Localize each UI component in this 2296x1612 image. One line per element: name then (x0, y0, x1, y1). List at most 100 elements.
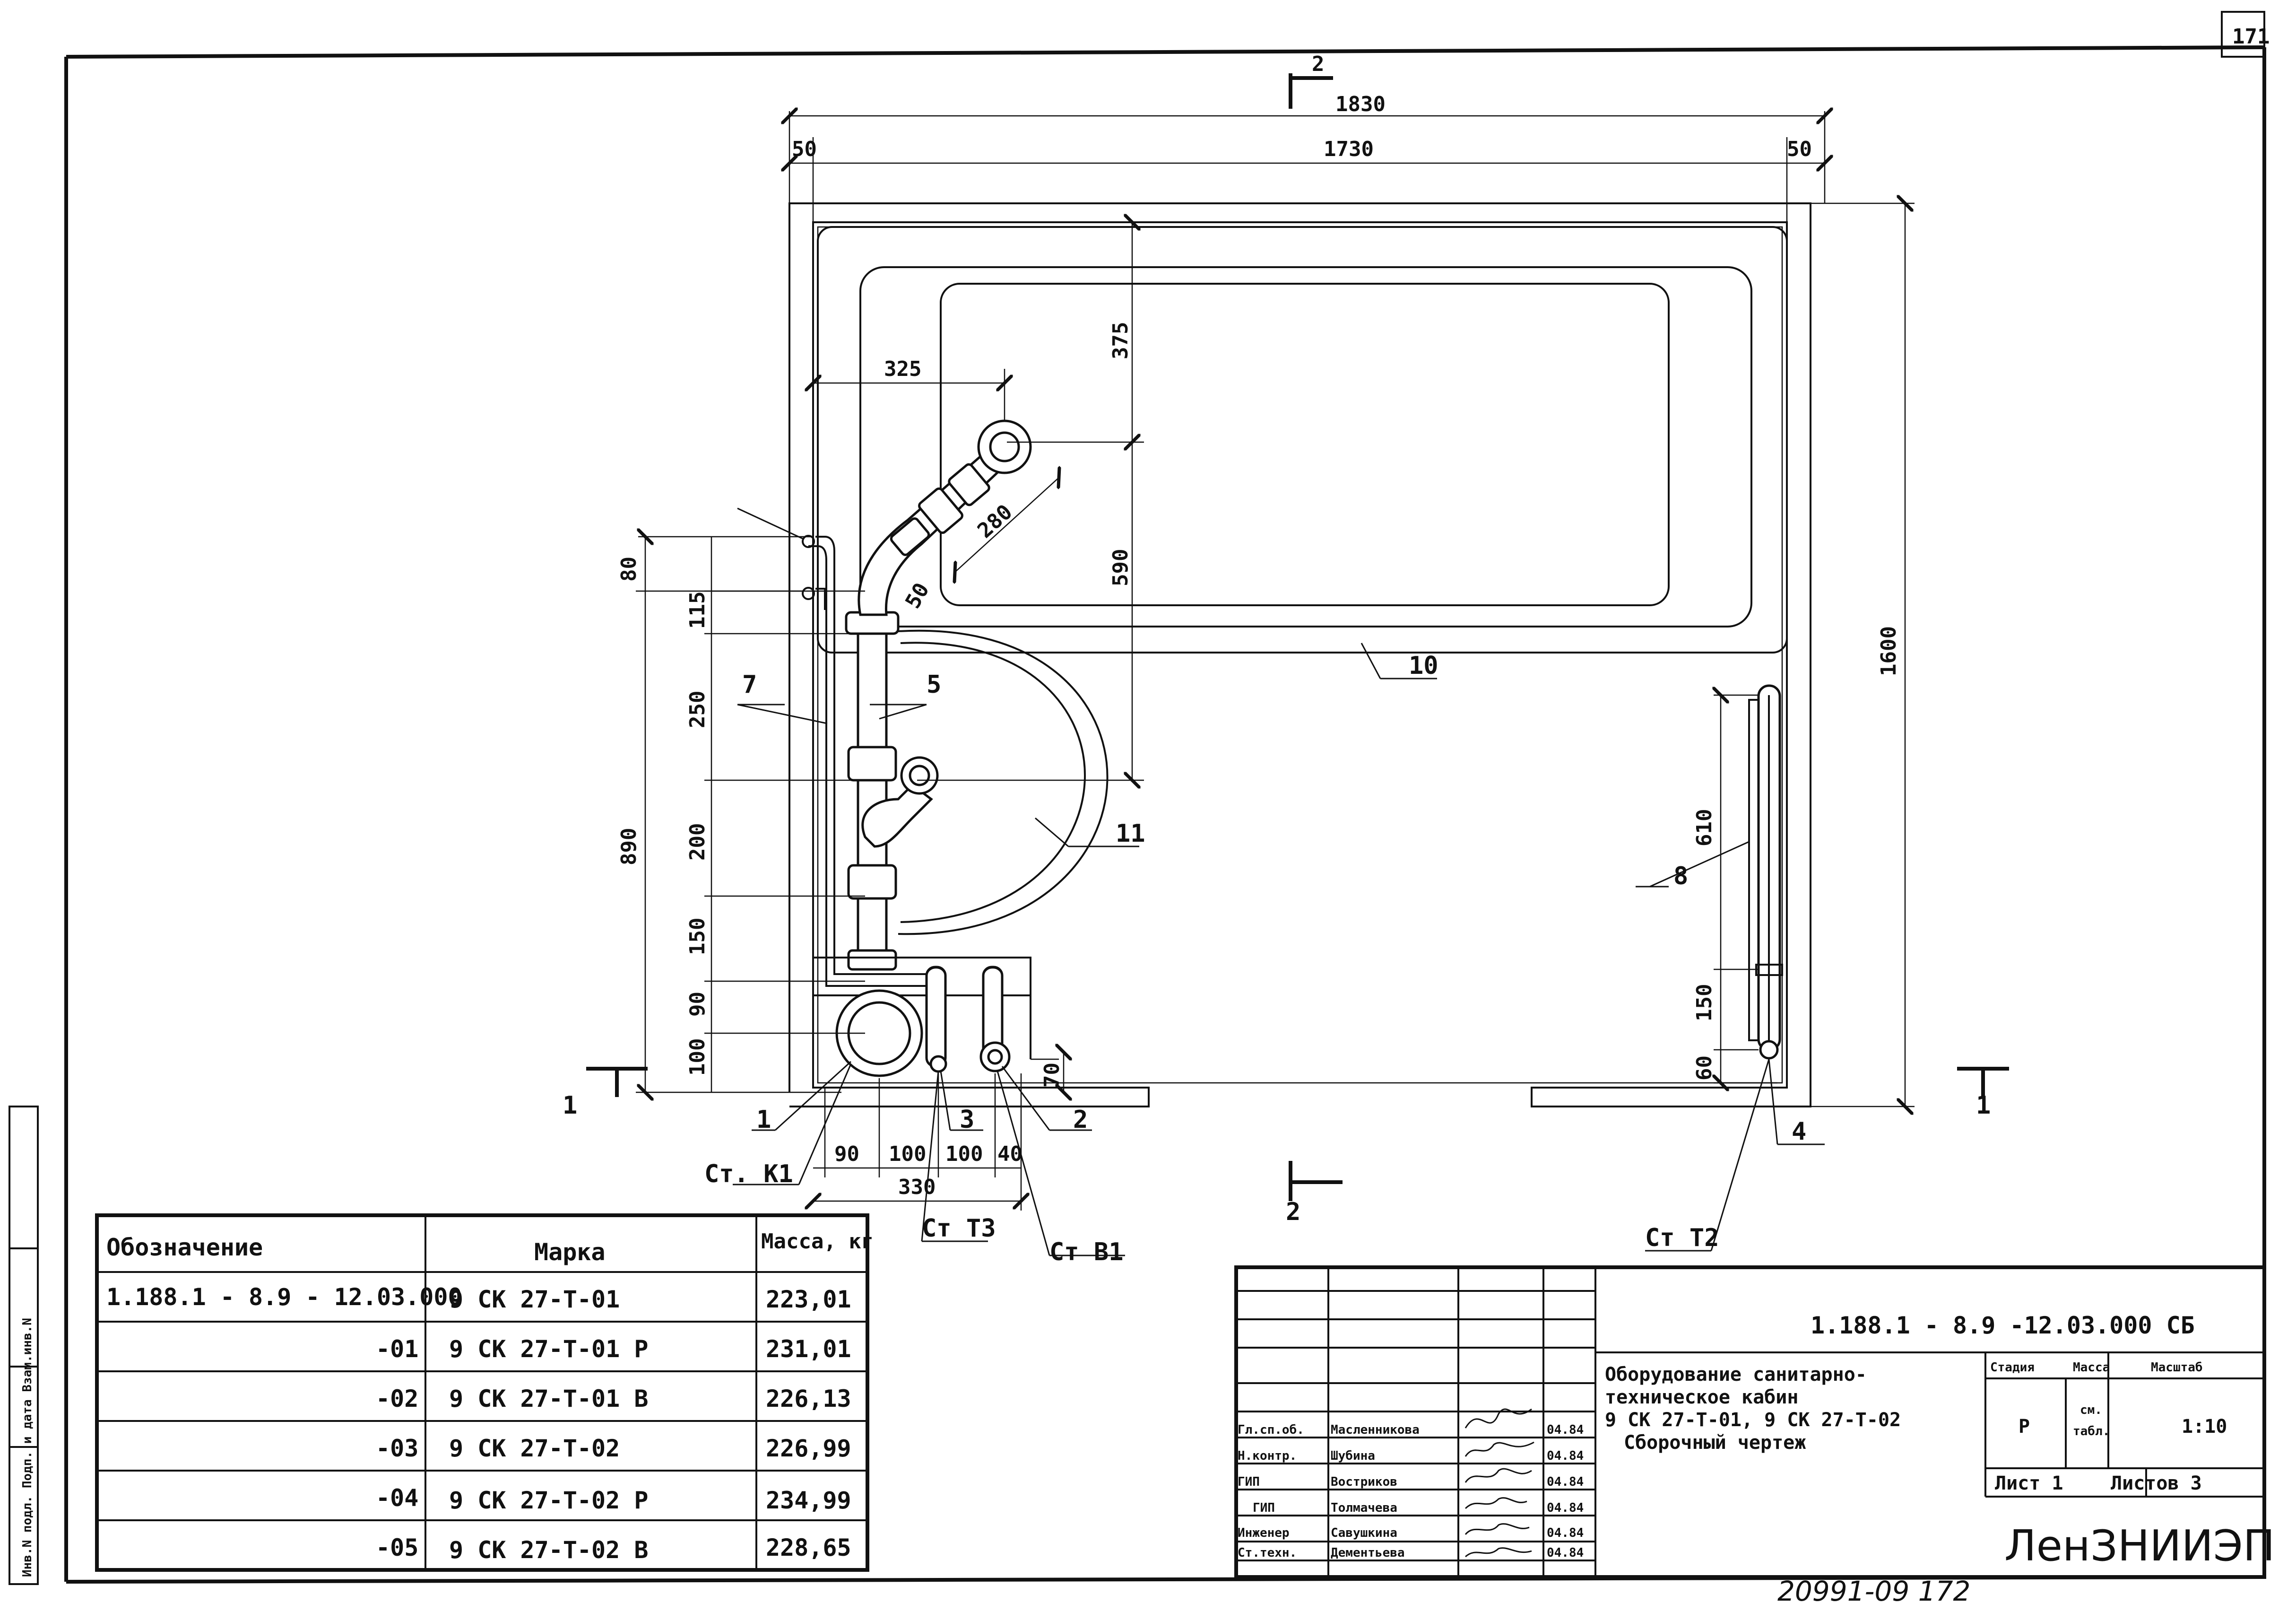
spec-table-text: Обозначение Марка Масса, кг 1.188.1 - 8.… (106, 1229, 874, 1564)
signer-role: Гл.сп.об. (1238, 1423, 1304, 1437)
label-pos-11: 11 (1116, 819, 1145, 848)
sheets-total: Листов 3 (2111, 1473, 2202, 1494)
dim-610: 610 (1692, 809, 1716, 846)
label-pos-5: 5 (927, 671, 941, 699)
dim-590: 590 (1109, 549, 1133, 586)
label-pos-1: 1 (756, 1106, 771, 1134)
signer-name: Востриков (1331, 1475, 1397, 1489)
label-pos-3: 3 (960, 1106, 974, 1134)
section-1-right: 1 (1976, 1091, 1991, 1120)
signer-date: 04.84 (1547, 1526, 1584, 1540)
dim-890: 890 (617, 828, 641, 865)
signer-role: Н.контр. (1238, 1449, 1297, 1463)
label-pos-7: 7 (742, 671, 757, 699)
spec-row-mass: 228,65 (766, 1534, 851, 1561)
dim-70: 70 (1040, 1063, 1064, 1088)
spec-header-mark: Марка (534, 1238, 606, 1266)
dim-115: 115 (685, 592, 710, 629)
position-labels: 1 2 3 4 5 7 8 10 11 Ст. К1 Ст Т3 Ст В1 С… (704, 652, 1806, 1266)
signer-date: 04.84 (1547, 1475, 1584, 1489)
spec-header-mass: Масса, кг (761, 1229, 874, 1254)
dim-375: 375 (1109, 322, 1133, 359)
label-pos-8: 8 (1673, 862, 1688, 890)
bathtub (817, 226, 1788, 654)
signer-name: Савушкина (1331, 1526, 1397, 1540)
sheet-number: Лист 1 (1995, 1473, 2063, 1494)
signer-name: Масленникова (1331, 1423, 1420, 1437)
spec-row-mass: 226,13 (766, 1385, 851, 1412)
side-strip: Инв.N подл. Подп. и дата Взам.инв.N (9, 1106, 39, 1585)
label-pos-4: 4 (1792, 1117, 1806, 1146)
signer-date: 04.84 (1547, 1546, 1584, 1560)
mass-value-line1: см. (2080, 1403, 2102, 1417)
signer-date: 04.84 (1547, 1501, 1584, 1515)
title-block-text: 1.188.1 - 8.9 -12.03.000 СБ Оборудование… (1238, 1312, 2275, 1571)
label-st-b1: Ст В1 (1049, 1238, 1124, 1266)
drawing-title-line: Сборочный чертеж (1624, 1432, 1806, 1454)
signer-date: 04.84 (1547, 1423, 1584, 1437)
dim-150-rail: 150 (1692, 984, 1716, 1021)
section-2-bottom: 2 (1286, 1198, 1300, 1226)
spec-row-mass: 226,99 (766, 1435, 851, 1462)
label-pos-2: 2 (1073, 1106, 1088, 1134)
spec-row-designation: -02 (376, 1385, 418, 1412)
dim-330: 330 (898, 1175, 936, 1199)
dim-50-diag: 50 (901, 579, 934, 612)
spec-row-mark: 9 СК 27-Т-01 В (449, 1385, 648, 1412)
label-st-t3: Ст Т3 (922, 1214, 996, 1243)
signer-role: ГИП (1238, 1475, 1260, 1489)
section-2-top: 2 (1312, 52, 1325, 76)
drawing-code: 1.188.1 - 8.9 -12.03.000 СБ (1811, 1312, 2195, 1339)
spec-row-mass: 234,99 (766, 1487, 851, 1514)
dimension-lines (636, 111, 1915, 1211)
mass-header: Масса (2073, 1360, 2110, 1375)
spec-row-designation: -05 (376, 1534, 418, 1561)
archive-number: 20991-09 172 (1777, 1575, 1970, 1607)
signatures (1464, 1408, 1534, 1558)
signer-name: Толмачева (1331, 1501, 1397, 1515)
spec-row-mass: 231,01 (766, 1335, 851, 1363)
spec-header-designation: Обозначение (106, 1234, 263, 1261)
washbasin (898, 629, 1109, 935)
signer-date: 04.84 (1547, 1449, 1584, 1463)
mass-value-line2: табл. (2073, 1424, 2110, 1438)
dim-80: 80 (617, 557, 641, 582)
spec-row-designation: -04 (376, 1484, 418, 1512)
dim-60: 60 (1692, 1055, 1716, 1080)
drawing-title-line: техническое кабин (1605, 1386, 1798, 1408)
dim-50-left: 50 (792, 137, 817, 161)
stage-value: Р (2019, 1416, 2030, 1438)
dim-250: 250 (685, 691, 710, 728)
dim-90-bottom: 90 (834, 1142, 859, 1166)
spec-row-mark: 9 СК 27-Т-02 (449, 1435, 620, 1462)
spec-row-designation: 1.188.1 - 8.9 - 12.03.000 (106, 1283, 462, 1311)
section-1-left: 1 (563, 1091, 577, 1120)
dim-200: 200 (685, 823, 710, 861)
spec-table (95, 1213, 869, 1572)
scale-header: Масштаб (2151, 1360, 2203, 1375)
dim-1830: 1830 (1335, 92, 1386, 116)
drawing-title-line: Оборудование санитарно- (1605, 1364, 1867, 1385)
side-strip-text: Инв.N подл. Подп. и дата Взам.инв.N (20, 1318, 35, 1577)
organization-name: ЛенЗНИИЭП (2004, 1521, 2275, 1571)
dim-100-vertical: 100 (685, 1038, 710, 1076)
title-block (1234, 1265, 2266, 1579)
label-st-k1: Ст. К1 (704, 1160, 793, 1188)
signer-name: Шубина (1331, 1449, 1375, 1463)
spec-row-mass: 223,01 (766, 1286, 851, 1313)
leader-lines (733, 507, 1825, 1256)
signer-role: Ст.техн. (1238, 1546, 1297, 1560)
signer-role: ГИП (1253, 1501, 1275, 1515)
signer-name: Дементьева (1331, 1546, 1405, 1560)
spec-row-mark: 9 СК 27-Т-01 (449, 1286, 620, 1313)
dim-90-vertical: 90 (685, 992, 710, 1017)
signer-role: Инженер (1238, 1526, 1290, 1540)
heated-towel-rail (1748, 684, 1783, 1060)
stage-header: Стадия (1990, 1360, 2035, 1375)
spec-row-designation: -01 (376, 1335, 418, 1363)
riser-block (812, 957, 1031, 1077)
dim-50-right: 50 (1787, 137, 1812, 161)
label-pos-10: 10 (1409, 652, 1438, 680)
dim-1730: 1730 (1324, 137, 1374, 161)
